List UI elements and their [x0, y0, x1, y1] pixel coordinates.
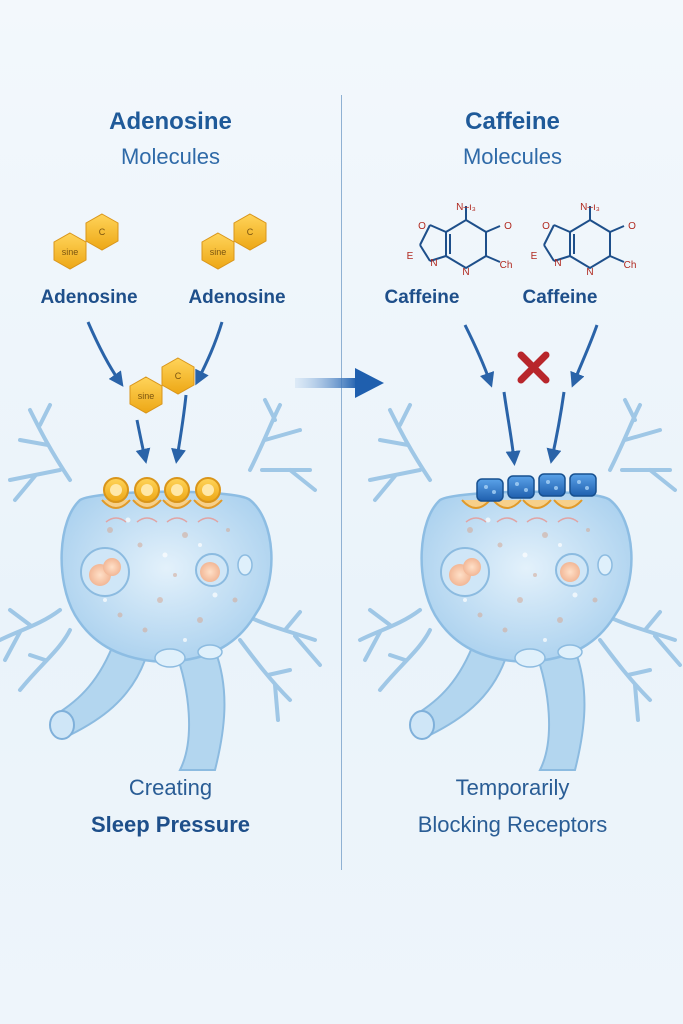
adenosine-molecule-1: sine C [53, 213, 119, 270]
caffeine-arrows [463, 324, 599, 466]
atom-label: N [462, 267, 469, 278]
atom-label: Ch [500, 260, 513, 271]
atom-label: O [542, 221, 550, 232]
adenosine-label-1: Adenosine [40, 287, 138, 308]
hex-label: sine [138, 391, 155, 401]
atom-label: O [418, 221, 426, 232]
center-divider [341, 95, 342, 870]
caffeine-structure-1 [419, 206, 501, 270]
adenosine-caption-line1: Creating [128, 775, 213, 800]
adenosine-bound-ligands [103, 477, 221, 503]
hex-label: C [175, 371, 182, 381]
adenosine-molecule-2: sine C [201, 213, 267, 270]
caffeine-caption-line2: Blocking Receptors [417, 812, 608, 837]
atom-label: Ch [624, 260, 637, 271]
atom-label: E [407, 251, 414, 262]
atom-label: O [504, 221, 512, 232]
caffeine-label-1: Caffeine [384, 287, 460, 308]
caffeine-blocking-molecules [476, 473, 597, 502]
caffeine-label-2: Caffeine [522, 287, 598, 308]
caffeine-neuron [358, 398, 682, 772]
caffeine-subtitle: Molecules [462, 144, 563, 169]
caffeine-title: Caffeine [465, 108, 560, 135]
blocked-x-icon [517, 351, 550, 384]
adenosine-title: Adenosine [109, 108, 232, 135]
atom-label: E [531, 251, 538, 262]
atom-label: N [586, 267, 593, 278]
caffeine-caption-line1: Temporarily [455, 775, 570, 800]
adenosine-arrows [86, 321, 224, 464]
hex-label: C [247, 227, 254, 237]
adenosine-panel: Adenosine Molecules Adenosine Adenosine … [0, 0, 341, 1024]
caffeine-structure-2 [543, 206, 625, 270]
adenosine-subtitle: Molecules [120, 144, 221, 169]
atom-label: N–ı₃ [580, 202, 600, 213]
adenosine-caption-line2: Sleep Pressure [91, 812, 250, 837]
caffeine-structure-2-atoms: N–ı₃ O O E N N Ch [531, 202, 637, 278]
atom-label: O [628, 221, 636, 232]
transition-arrow [295, 368, 384, 398]
adenosine-label-2: Adenosine [188, 287, 286, 308]
atom-label: N [430, 258, 437, 269]
atom-label: N [554, 258, 561, 269]
adenosine-neuron [0, 398, 322, 772]
adenosine-molecule-3: sine C [129, 357, 195, 414]
hex-label: sine [210, 247, 227, 257]
caffeine-structure-1-atoms: N–ı₃ O O E N N Ch [407, 202, 513, 278]
hex-label: C [99, 227, 106, 237]
hex-label: sine [62, 247, 79, 257]
atom-label: N–ı₃ [456, 202, 476, 213]
caffeine-panel: Caffeine Molecules Caffeine Caffeine Tem… [342, 0, 683, 1024]
